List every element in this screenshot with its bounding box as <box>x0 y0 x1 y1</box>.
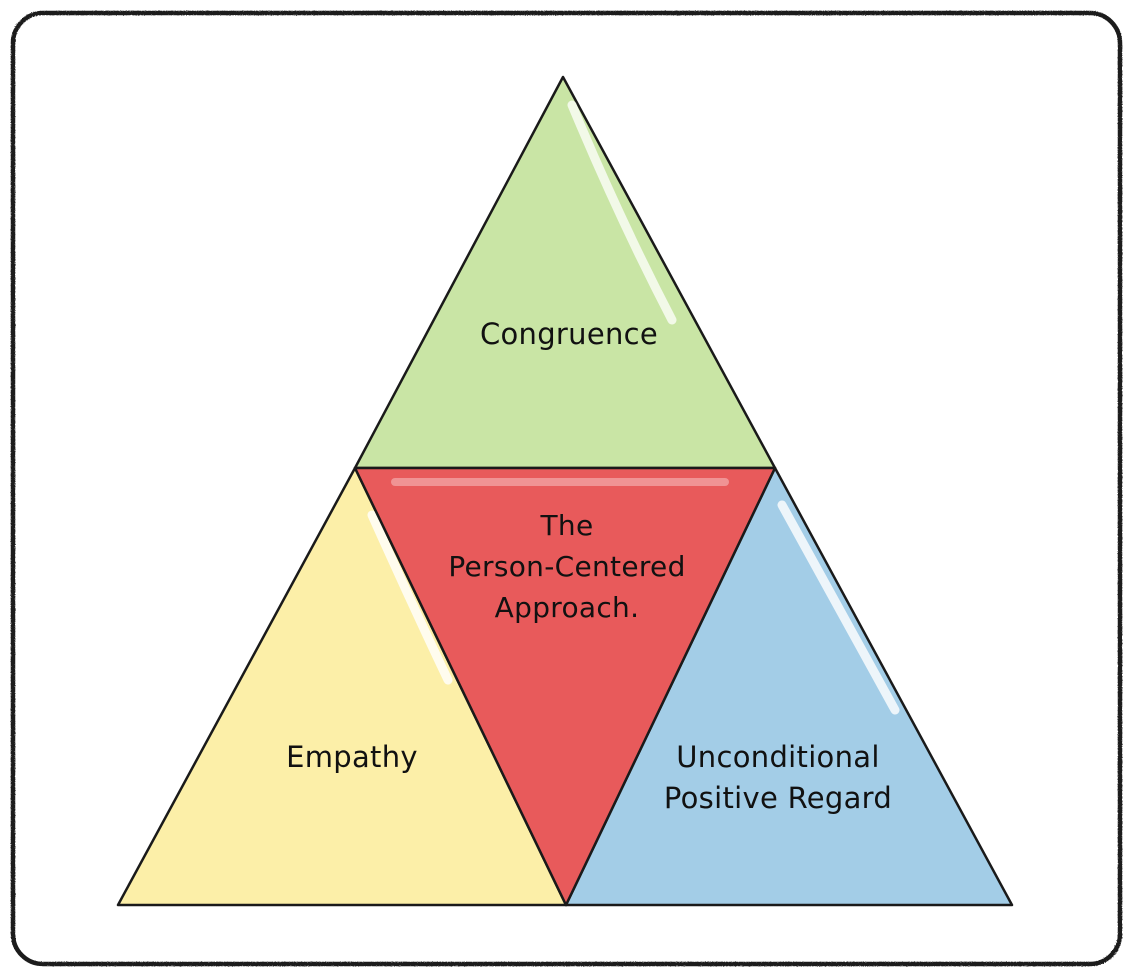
person-centered-triangle <box>353 466 777 907</box>
positive-regard-label-line2: Positive Regard <box>664 781 892 815</box>
person-centered-label-line2: Person-Centered <box>448 550 685 583</box>
person-centered-label-line1: The <box>540 509 594 542</box>
positive-regard-label-line1: Unconditional <box>676 740 879 774</box>
person-centered-label-line3: Approach. <box>495 591 640 624</box>
positive-regard-highlight <box>777 500 900 715</box>
empathy-label: Empathy <box>286 740 418 774</box>
congruence-label: Congruence <box>480 317 658 351</box>
congruence-highlight <box>567 100 677 325</box>
empathy-highlight <box>367 510 453 685</box>
